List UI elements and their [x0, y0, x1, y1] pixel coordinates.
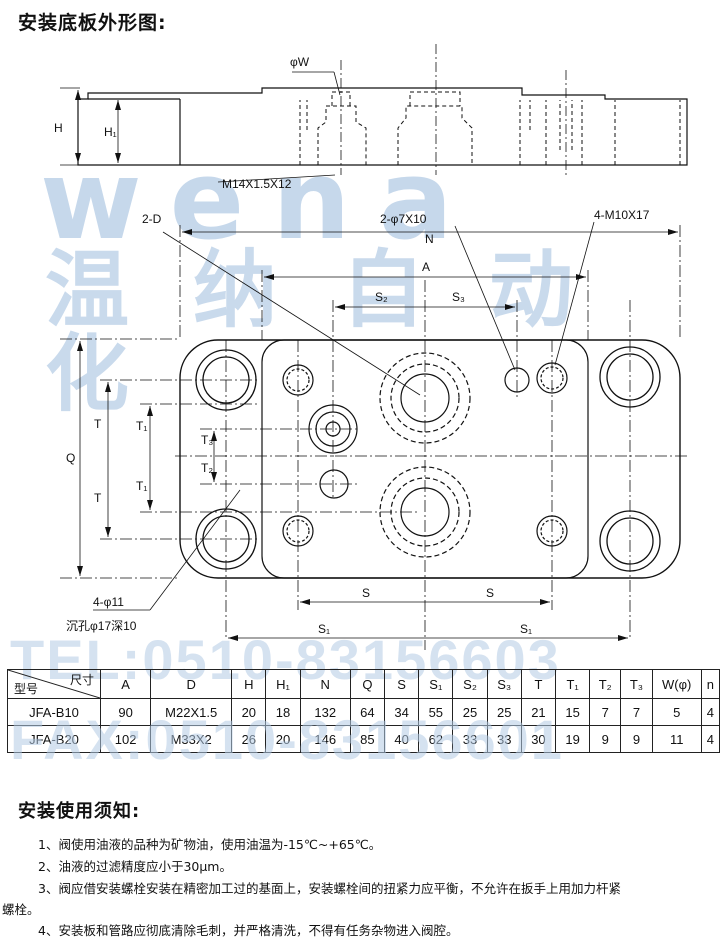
header-diagonal-cell: 尺寸 型号: [7, 669, 101, 699]
table-cell: 19: [555, 725, 591, 753]
table-cell: M22X1.5: [150, 698, 233, 726]
note-item: 1、阀使用油液的品种为矿物油，使用油温为-15℃~+65℃。: [38, 837, 382, 852]
col-header: T₃: [620, 669, 653, 699]
table-row: JFA-B20 102 M33X2 26 20 146 85 40 62 33 …: [7, 725, 721, 753]
table-cell: 5: [651, 698, 702, 726]
plate-outline: [179, 339, 681, 579]
table-cell: 25: [452, 698, 488, 726]
label-thread: M14X1.5X12: [222, 177, 292, 191]
table-cell: M33X2: [150, 725, 233, 753]
diagonal-line: [8, 670, 100, 698]
table-cell: 62: [418, 725, 454, 753]
label-T3: T₃: [201, 433, 213, 447]
table-cell: 7: [589, 698, 622, 726]
table-cell: 90: [99, 698, 152, 726]
col-header: S₂: [452, 669, 488, 699]
label-2D: 2-D: [142, 212, 162, 226]
spec-table: 尺寸 型号 A D H H₁ N Q S S₁ S₂ S₃ T T₁ T₂ T₃…: [7, 669, 721, 753]
table-cell: 132: [299, 698, 351, 726]
col-header: Q: [349, 669, 386, 699]
col-header: T: [520, 669, 557, 699]
table-cell: 25: [486, 698, 522, 726]
note-item: 4、安装板和管路应彻底清除毛刺，并严格清洗，不得有任务杂物进入阀腔。: [38, 923, 459, 938]
col-header: n: [700, 669, 721, 699]
header-model: 型号: [14, 682, 39, 696]
col-header: N: [299, 669, 351, 699]
table-cell: 64: [349, 698, 386, 726]
note-item: 螺栓。: [2, 902, 40, 917]
label-counterbore: 沉孔φ17深10: [66, 619, 137, 633]
model-cell: JFA-B10: [7, 698, 101, 726]
col-header: A: [99, 669, 152, 699]
header-size: 尺寸: [69, 673, 94, 687]
note-item: 3、阀应借安装螺栓安装在精密加工过的基面上，安装螺栓间的扭紧力应平衡，不允许在扳…: [38, 881, 621, 896]
table-cell: 4: [700, 698, 721, 726]
label-A: A: [422, 260, 430, 274]
table-cell: 26: [231, 725, 267, 753]
model-cell: JFA-B20: [7, 725, 101, 753]
label-4phi11: 4-φ11: [93, 595, 124, 609]
label-4M: 4-M10X17: [594, 208, 650, 222]
col-header: H: [231, 669, 267, 699]
col-header: D: [150, 669, 233, 699]
label-2phi: 2-φ7X10: [380, 212, 427, 226]
table-cell: 33: [486, 725, 522, 753]
label-S-right: S: [486, 586, 494, 600]
col-header: S: [384, 669, 420, 699]
label-phiW: φW: [290, 55, 310, 69]
table-cell: 9: [620, 725, 653, 753]
col-header: T₂: [589, 669, 622, 699]
table-cell: 40: [384, 725, 420, 753]
table-cell: 33: [452, 725, 488, 753]
table-cell: 4: [700, 725, 721, 753]
page-title: 安装底板外形图:: [18, 12, 167, 34]
table-cell: 15: [555, 698, 591, 726]
table-cell: 21: [520, 698, 557, 726]
label-S1-left: S₁: [318, 622, 330, 636]
label-S2: S₂: [375, 290, 388, 304]
label-H: H: [54, 121, 63, 135]
table-cell: 20: [231, 698, 267, 726]
note-item: 2、油液的过滤精度应小于30μm。: [38, 859, 232, 874]
table-header-row: 尺寸 型号 A D H H₁ N Q S S₁ S₂ S₃ T T₁ T₂ T₃…: [7, 669, 721, 699]
label-S-left: S: [362, 586, 370, 600]
table-cell: 11: [651, 725, 702, 753]
table-cell: 55: [418, 698, 454, 726]
corner-holes: [195, 346, 661, 572]
label-T1-lower: T₁: [136, 479, 147, 493]
table-cell: 7: [620, 698, 653, 726]
table-cell: 9: [589, 725, 622, 753]
label-T1-upper: T₁: [136, 419, 147, 433]
label-S1-right: S₁: [520, 622, 532, 636]
label-S3: S₃: [452, 290, 465, 304]
table-row: JFA-B10 90 M22X1.5 20 18 132 64 34 55 25…: [7, 698, 721, 726]
label-Q: Q: [66, 451, 75, 465]
table-cell: 30: [520, 725, 557, 753]
table-cell: 34: [384, 698, 420, 726]
notes-title: 安装使用须知:: [18, 801, 141, 822]
table-cell: 85: [349, 725, 386, 753]
label-T-lower: T: [94, 491, 102, 505]
col-header: H₁: [265, 669, 301, 699]
table-cell: 20: [265, 725, 301, 753]
col-header: W(φ): [651, 669, 702, 699]
table-cell: 102: [99, 725, 152, 753]
table-cell: 146: [299, 725, 351, 753]
label-T-upper: T: [94, 417, 102, 431]
label-H1: H₁: [104, 125, 117, 139]
col-header: T₁: [555, 669, 591, 699]
table-cell: 18: [265, 698, 301, 726]
col-header: S₃: [486, 669, 522, 699]
col-header: S₁: [418, 669, 454, 699]
label-T2: T₂: [201, 461, 213, 475]
label-N: N: [425, 232, 434, 246]
mounting-plate-drawing: φW H H₁ M14X1.5X12 2-D 2-φ7X10 4-M10X17 …: [54, 44, 690, 650]
